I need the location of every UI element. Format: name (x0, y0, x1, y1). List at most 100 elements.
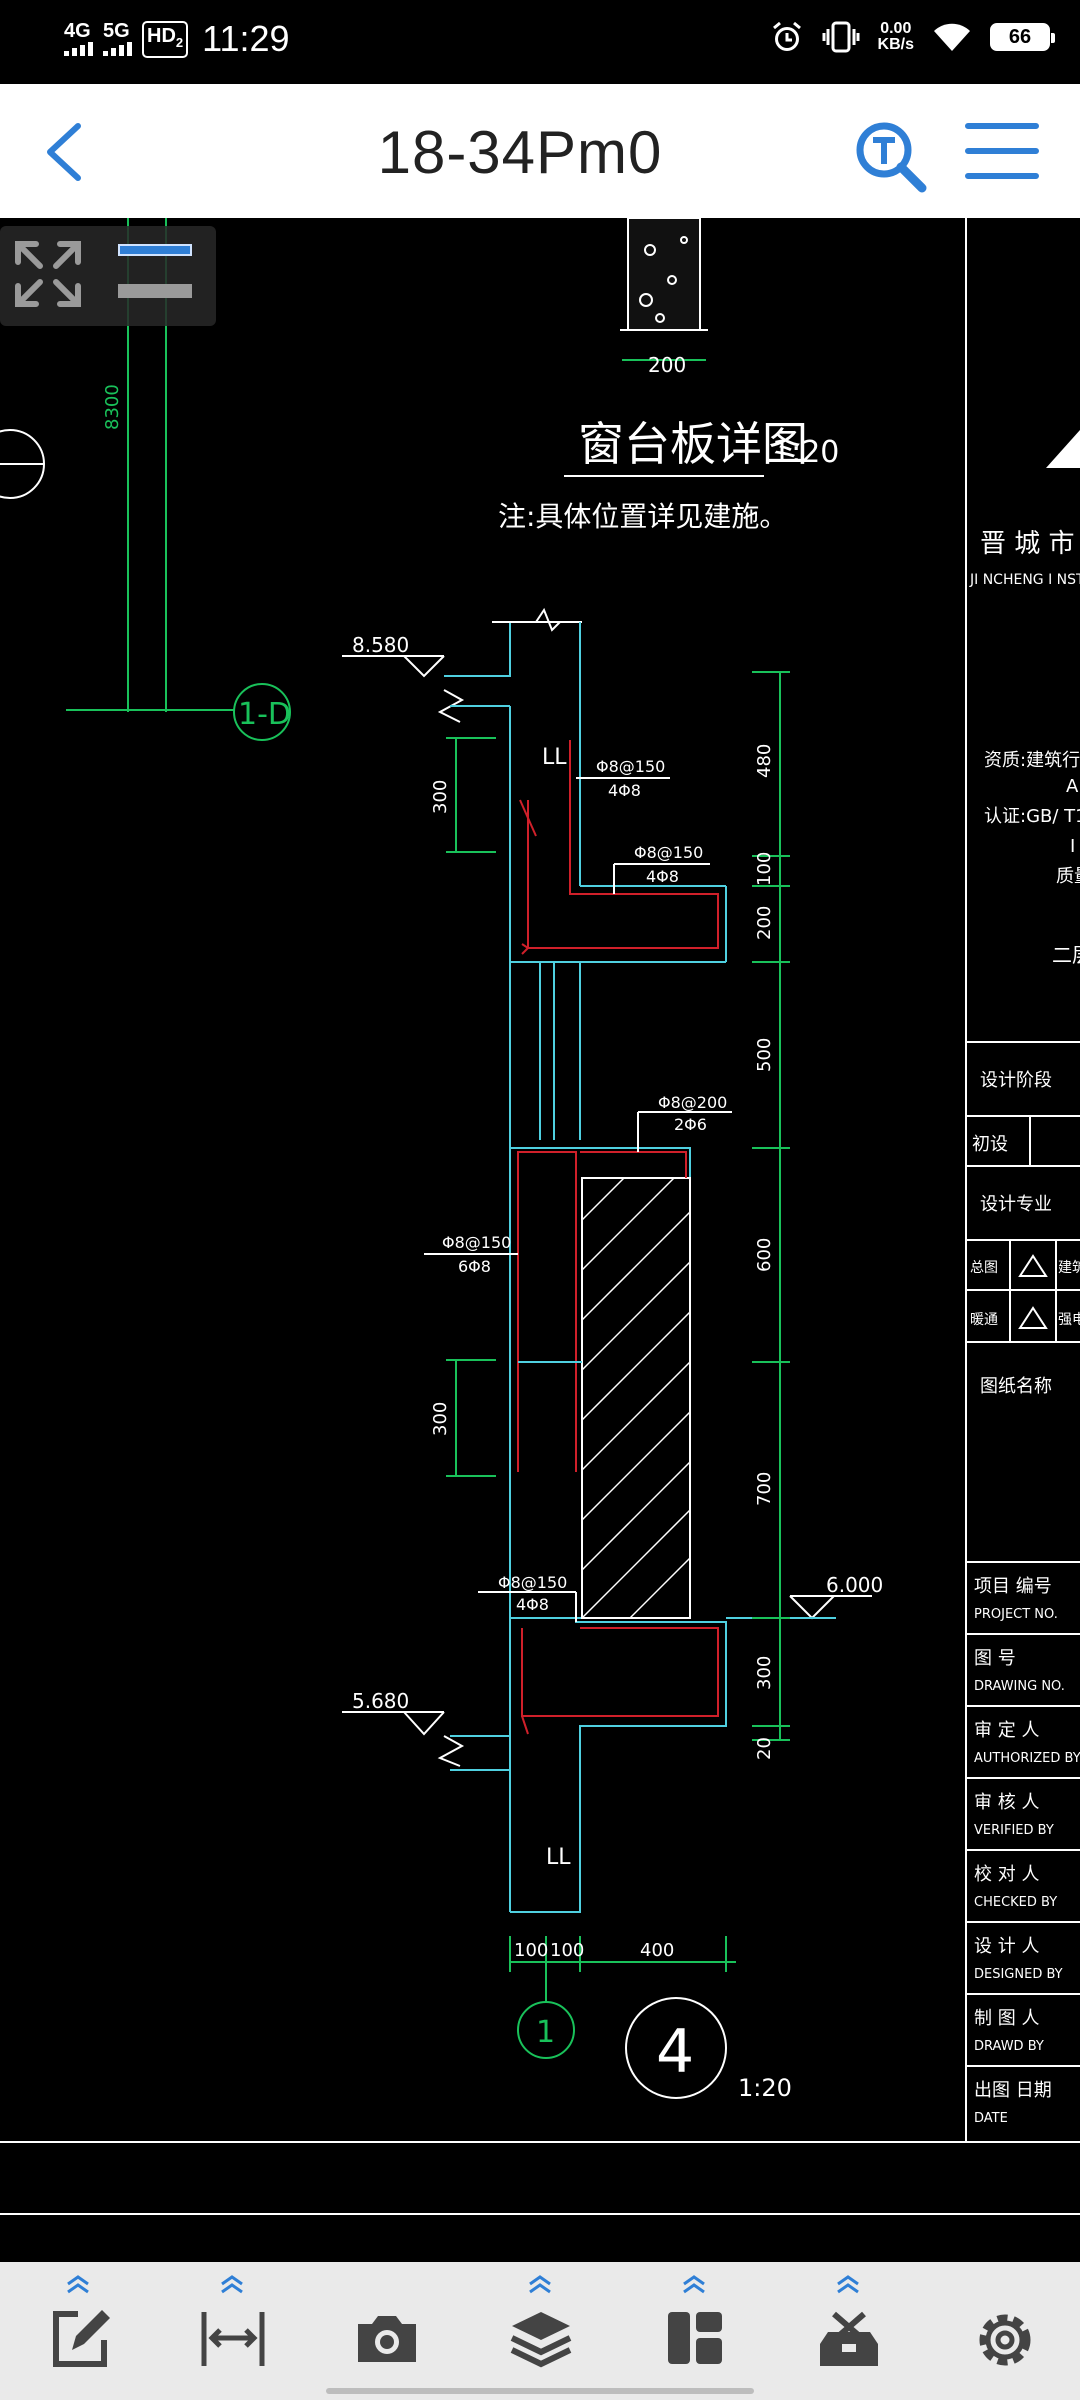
rebar-2b: 4Φ8 (646, 867, 679, 886)
vdim-300: 300 (754, 1656, 775, 1690)
vdim-700: 700 (754, 1472, 775, 1506)
chevron-up-icon (529, 2275, 551, 2294)
annotate-tool[interactable] (28, 2262, 128, 2400)
rebar-4b: 6Φ8 (458, 1257, 491, 1276)
app-bar: 18-34Pm0 (0, 84, 1080, 218)
toolbox-icon (820, 2311, 878, 2366)
chevron-up-icon (683, 2275, 705, 2294)
rebar-2a: Φ8@150 (634, 843, 703, 862)
vdim-20: 20 (754, 1737, 775, 1760)
detail-scale: 1:20 (772, 435, 839, 470)
rebar-5a: Φ8@150 (498, 1573, 567, 1592)
bottom-toolbar (0, 2262, 1080, 2400)
tb-company-en: JI NCHENG I NST (969, 572, 1080, 588)
ll-bottom: LL (546, 1845, 571, 1870)
rebar-4a: Φ8@150 (442, 1233, 511, 1252)
dim-8300: 8300 (102, 384, 123, 430)
tb-company: 晋 城 市 建 (980, 529, 1080, 559)
layout-tool[interactable] (644, 2262, 744, 2400)
vdim-600: 600 (754, 1238, 775, 1272)
fullscreen-icon[interactable] (12, 238, 84, 310)
camera-icon (358, 2316, 416, 2362)
menu-icon[interactable] (964, 118, 1040, 184)
tb-q1: 资质:建筑行业 (984, 750, 1080, 771)
settings-tool[interactable] (954, 2262, 1054, 2400)
bdim-100a: 100 (514, 1940, 548, 1961)
rebar-3b: 2Φ6 (674, 1115, 707, 1134)
battery-icon: 66 (990, 23, 1055, 51)
layers-tool[interactable] (490, 2262, 590, 2400)
zoom-in-line[interactable] (118, 244, 192, 256)
dim-300-b: 300 (430, 1402, 451, 1436)
titleblock-row-label-en: DATE (974, 2111, 1008, 2126)
layout-icon (668, 2312, 722, 2364)
tb-m1b: 建筑 (1058, 1260, 1080, 1276)
section-scale: 1:20 (738, 2074, 792, 2102)
tb-floor: 二层 (1052, 943, 1080, 967)
tb-q2: 认证:GB/ T1 (984, 806, 1080, 827)
network-label: 5G (103, 20, 130, 42)
ll-top: LL (542, 745, 567, 770)
vdim-500: 500 (754, 1038, 775, 1072)
detail-title: 窗台板详图 (578, 417, 808, 471)
titleblock-row-label: 制 图 人 (974, 2008, 1039, 2029)
elevation-5680: 5.680 (352, 1689, 409, 1713)
gear-icon (979, 2314, 1031, 2366)
wifi-icon (934, 23, 970, 51)
cad-drawing: 8300 1-D 200 窗台板详图 1:20 注:具体位置详见建施。 8.58… (0, 218, 1080, 2215)
back-arrow-icon[interactable] (36, 120, 96, 184)
text-search-icon[interactable] (850, 116, 930, 196)
tb-q1b: A (1066, 776, 1079, 797)
view-control-panel (0, 226, 216, 326)
layers-icon (510, 2312, 572, 2368)
bdim-100b: 100 (550, 1940, 584, 1961)
elevation-8580: 8.580 (352, 633, 409, 657)
titleblock-row-label: 项目 编号 (974, 1576, 1052, 1597)
axis-1: 1 (536, 2015, 555, 2050)
dim-300-a: 300 (430, 780, 451, 814)
signal-4g-icon: 4G (64, 20, 93, 56)
measure-tool[interactable] (182, 2262, 282, 2400)
titleblock-row-label: 审 核 人 (974, 1792, 1039, 1813)
detail-note: 注:具体位置详见建施。 (498, 500, 787, 533)
clock: 11:29 (202, 18, 290, 59)
measure-icon (201, 2312, 265, 2366)
vdim-480: 480 (754, 744, 775, 778)
zoom-out-line[interactable] (118, 284, 192, 298)
chevron-up-icon (221, 2275, 243, 2294)
titleblock-row-label-en: DESIGNED BY (974, 1967, 1063, 1982)
alarm-icon (772, 21, 801, 51)
titleblock-row-label: 校 对 人 (974, 1864, 1039, 1885)
network-label: 4G (64, 20, 91, 42)
titleblock-row-label: 审 定 人 (974, 1720, 1039, 1741)
titleblock-row-label-en: AUTHORIZED BY (974, 1751, 1080, 1766)
titleblock-row-label-en: DRAWING NO. (974, 1679, 1065, 1694)
hd-voice-icon: HD2 (142, 20, 189, 58)
titleblock-row-label: 出图 日期 (974, 2080, 1052, 2101)
tb-major: 设计专业 (980, 1194, 1052, 1215)
vdim-200: 200 (754, 906, 775, 940)
chevron-up-icon (837, 2275, 859, 2294)
rebar-1b: 4Φ8 (608, 781, 641, 800)
tb-stage-val: 初设 (972, 1134, 1008, 1155)
rebar-5b: 4Φ8 (516, 1595, 549, 1614)
tb-m2: 暖通 (970, 1312, 998, 1328)
titleblock-row-label: 设 计 人 (974, 1936, 1039, 1957)
tb-m1: 总图 (970, 1260, 998, 1276)
dim-200-top: 200 (648, 353, 686, 377)
toolbox-tool[interactable] (798, 2262, 898, 2400)
axis-1d: 1-D (238, 697, 291, 732)
screenshot-tool[interactable] (336, 2262, 436, 2400)
vibrate-icon (822, 21, 860, 53)
vdim-100: 100 (754, 852, 775, 886)
home-indicator (326, 2388, 754, 2394)
rebar-1a: Φ8@150 (596, 757, 665, 776)
titleblock-row-label-en: PROJECT NO. (974, 1607, 1058, 1622)
page-title: 18-34Pm0 (377, 119, 663, 186)
elevation-6000: 6.000 (826, 1573, 883, 1597)
cad-drawing-canvas[interactable]: 8300 1-D 200 窗台板详图 1:20 注:具体位置详见建施。 8.58… (0, 218, 1080, 2262)
rebar-3a: Φ8@200 (658, 1093, 727, 1112)
chevron-up-icon (67, 2275, 89, 2294)
